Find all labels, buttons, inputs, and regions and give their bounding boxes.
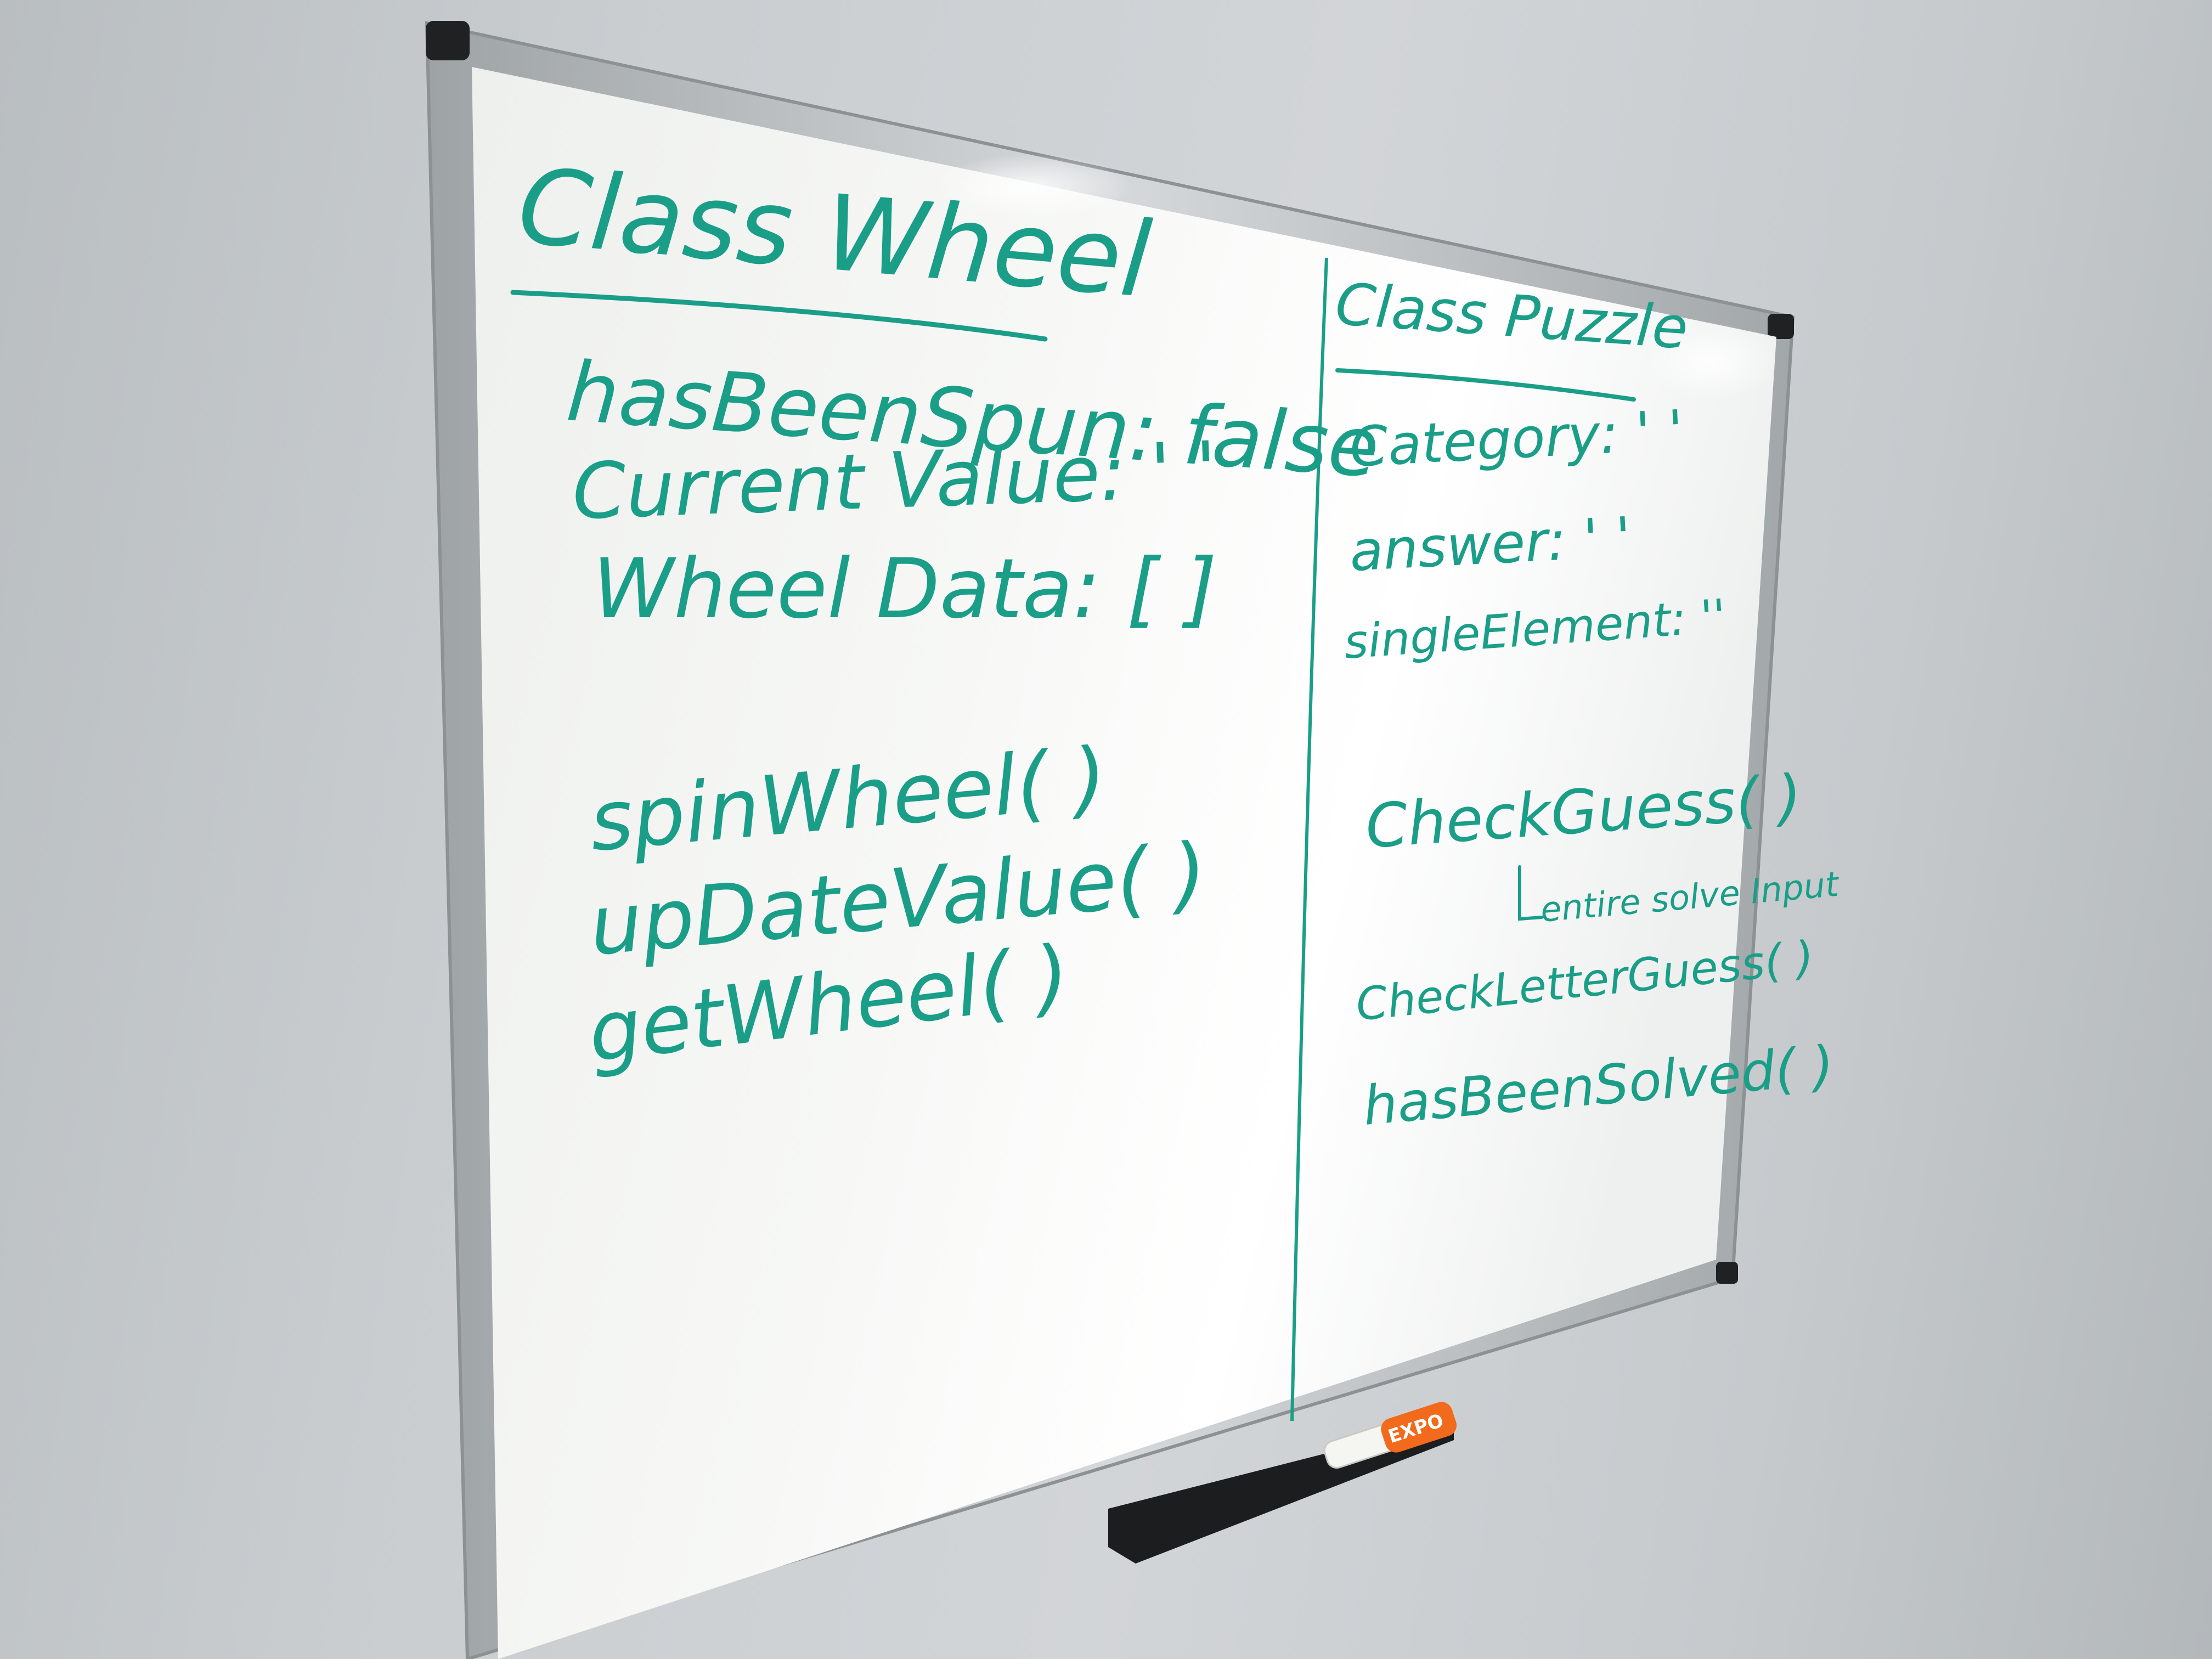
right-property-answer: answer: ' ' [1348, 505, 1633, 584]
frame-corner-bottom-right [1716, 1262, 1738, 1284]
light-glare [933, 154, 1130, 219]
whiteboard-surface [472, 67, 1776, 1659]
light-glare [1646, 324, 1778, 400]
note-connector-line [1518, 865, 1543, 921]
marker-cap [1381, 1402, 1457, 1453]
frame-corner-top-right [1768, 314, 1794, 339]
divider-line [1290, 257, 1328, 1421]
frame-corner-top-left [426, 21, 470, 60]
left-title-underline [510, 290, 1048, 342]
left-property-wheel-data: Wheel Data: [ ] [592, 541, 1217, 637]
right-title-underline [1335, 368, 1636, 402]
